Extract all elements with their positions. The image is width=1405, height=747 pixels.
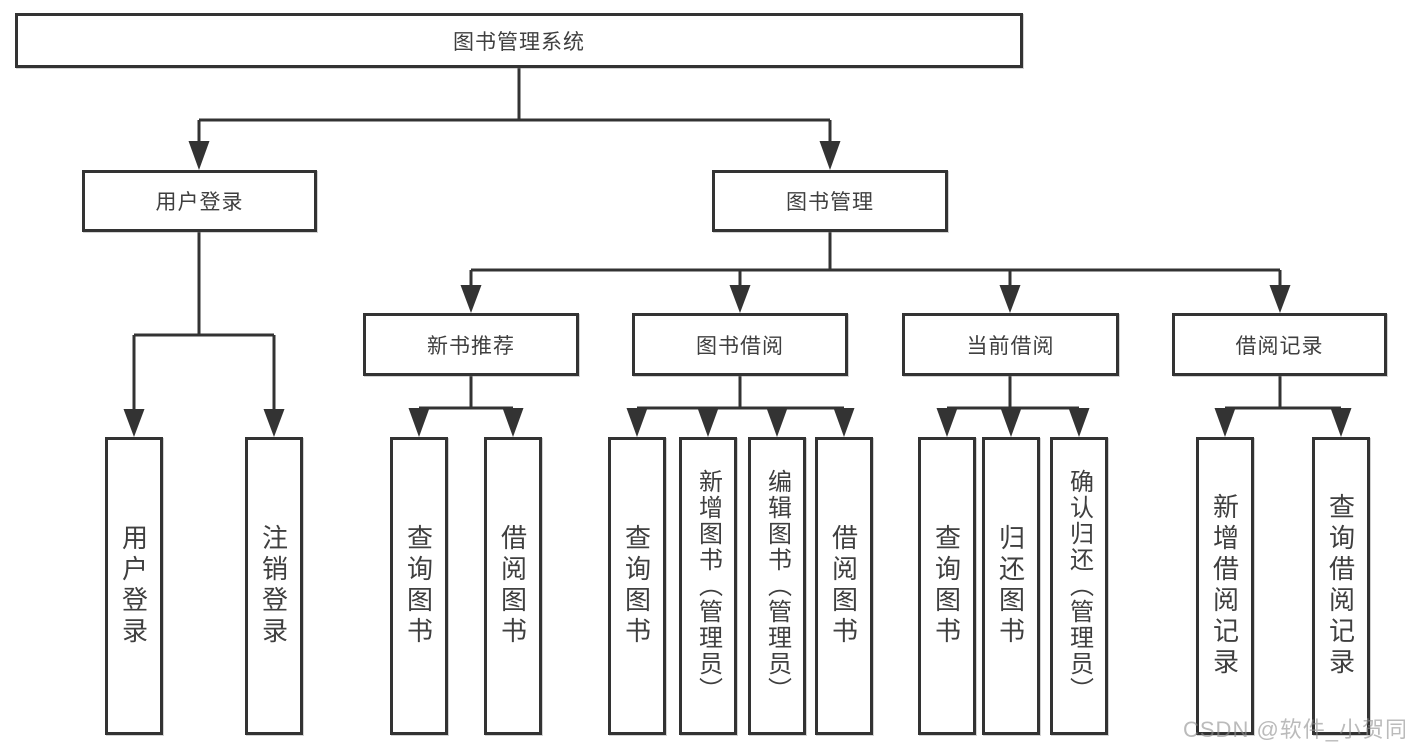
arrowhead-book-management [819, 141, 841, 170]
arrowhead-borrow-records [1269, 285, 1291, 313]
arrowhead-return-books [1000, 408, 1022, 437]
node-user-login: 用户登录 [82, 170, 317, 232]
node-current-borrow: 当前借阅 [902, 313, 1119, 376]
node-borrow-records-label: 借阅记录 [1235, 334, 1324, 358]
leaf-add-borrow-record-label: 新增借阅记录 [1209, 493, 1240, 679]
node-library-management-system: 图书管理系统 [15, 13, 1023, 68]
leaf-query-books-3: 查询图书 [918, 437, 976, 735]
leaf-query-books-2: 查询图书 [608, 437, 666, 735]
arrowhead-query-books-3 [936, 408, 958, 437]
arrowhead-add-borrow-record [1214, 408, 1236, 437]
leaf-edit-books-admin: 编辑图书（管理员） [748, 437, 806, 735]
arrowhead-query-borrow-record [1330, 408, 1352, 437]
arrowhead-logout-leaf [263, 409, 285, 437]
watermark: CSDN @软件_小贺同学 [1183, 717, 1405, 742]
arrowhead-borrow-books-2 [833, 408, 855, 437]
leaf-user-login: 用户登录 [105, 437, 163, 735]
node-borrow-records: 借阅记录 [1172, 313, 1387, 376]
connector-root-to-level1 [197, 68, 832, 143]
leaf-borrow-books-1: 借阅图书 [484, 437, 542, 735]
arrowhead-user-login [188, 141, 210, 170]
node-book-borrow: 图书借阅 [632, 313, 848, 376]
arrowhead-query-books-1 [408, 408, 430, 437]
leaf-query-borrow-record-label: 查询借阅记录 [1325, 493, 1356, 679]
node-current-borrow-label: 当前借阅 [966, 334, 1055, 358]
connector-book-borrow-subtree [637, 376, 844, 410]
arrowhead-borrow-books-1 [502, 408, 524, 437]
leaf-borrow-books-1-label: 借阅图书 [497, 524, 528, 648]
leaf-query-books-2-label: 查询图书 [621, 524, 652, 648]
leaf-query-borrow-record: 查询借阅记录 [1312, 437, 1370, 735]
node-new-book-recommend: 新书推荐 [363, 313, 579, 376]
connector-new-book-subtree [419, 376, 513, 410]
node-new-book-recommend-label: 新书推荐 [427, 334, 515, 358]
arrowhead-confirm-return-admin [1068, 408, 1090, 437]
node-book-borrow-label: 图书借阅 [696, 334, 784, 358]
connector-current-borrow-subtree [947, 376, 1079, 410]
leaf-query-books-3-label: 查询图书 [931, 524, 962, 648]
arrowhead-query-books-2 [626, 408, 648, 437]
arrowhead-add-books-admin [697, 408, 719, 437]
leaf-query-books-1: 查询图书 [390, 437, 448, 735]
leaf-user-login-label: 用户登录 [118, 524, 149, 648]
node-book-management: 图书管理 [712, 170, 948, 232]
node-book-management-label: 图书管理 [786, 191, 874, 214]
node-library-management-system-label: 图书管理系统 [453, 30, 585, 54]
connector-book-management-to-level2 [469, 232, 1282, 286]
leaf-return-books: 归还图书 [982, 437, 1040, 735]
leaf-confirm-return-admin: 确认归还（管理员） [1050, 437, 1108, 735]
leaf-logout-label: 注销登录 [258, 524, 289, 648]
leaf-return-books-label: 归还图书 [995, 524, 1026, 648]
arrowhead-book-borrow [729, 285, 751, 313]
leaf-logout: 注销登录 [245, 437, 303, 735]
arrowhead-new-book-recommend [460, 285, 482, 313]
leaf-borrow-books-2-label: 借阅图书 [828, 524, 859, 648]
leaf-add-borrow-record: 新增借阅记录 [1196, 437, 1254, 735]
connector-borrow-records-subtree [1225, 376, 1341, 410]
node-user-login-label: 用户登录 [155, 191, 244, 214]
arrowhead-edit-books-admin [766, 408, 788, 437]
leaf-query-books-1-label: 查询图书 [403, 524, 434, 648]
leaf-borrow-books-2: 借阅图书 [815, 437, 873, 735]
leaf-add-books-admin-label: 新增图书（管理员） [694, 469, 722, 703]
leaf-add-books-admin: 新增图书（管理员） [679, 437, 737, 735]
leaf-edit-books-admin-label: 编辑图书（管理员） [763, 469, 791, 703]
connector-user-login-subtree [132, 232, 276, 410]
leaf-confirm-return-admin-label: 确认归还（管理员） [1065, 469, 1093, 703]
arrowhead-current-borrow [999, 285, 1021, 313]
arrowhead-user-login-leaf [123, 409, 145, 437]
